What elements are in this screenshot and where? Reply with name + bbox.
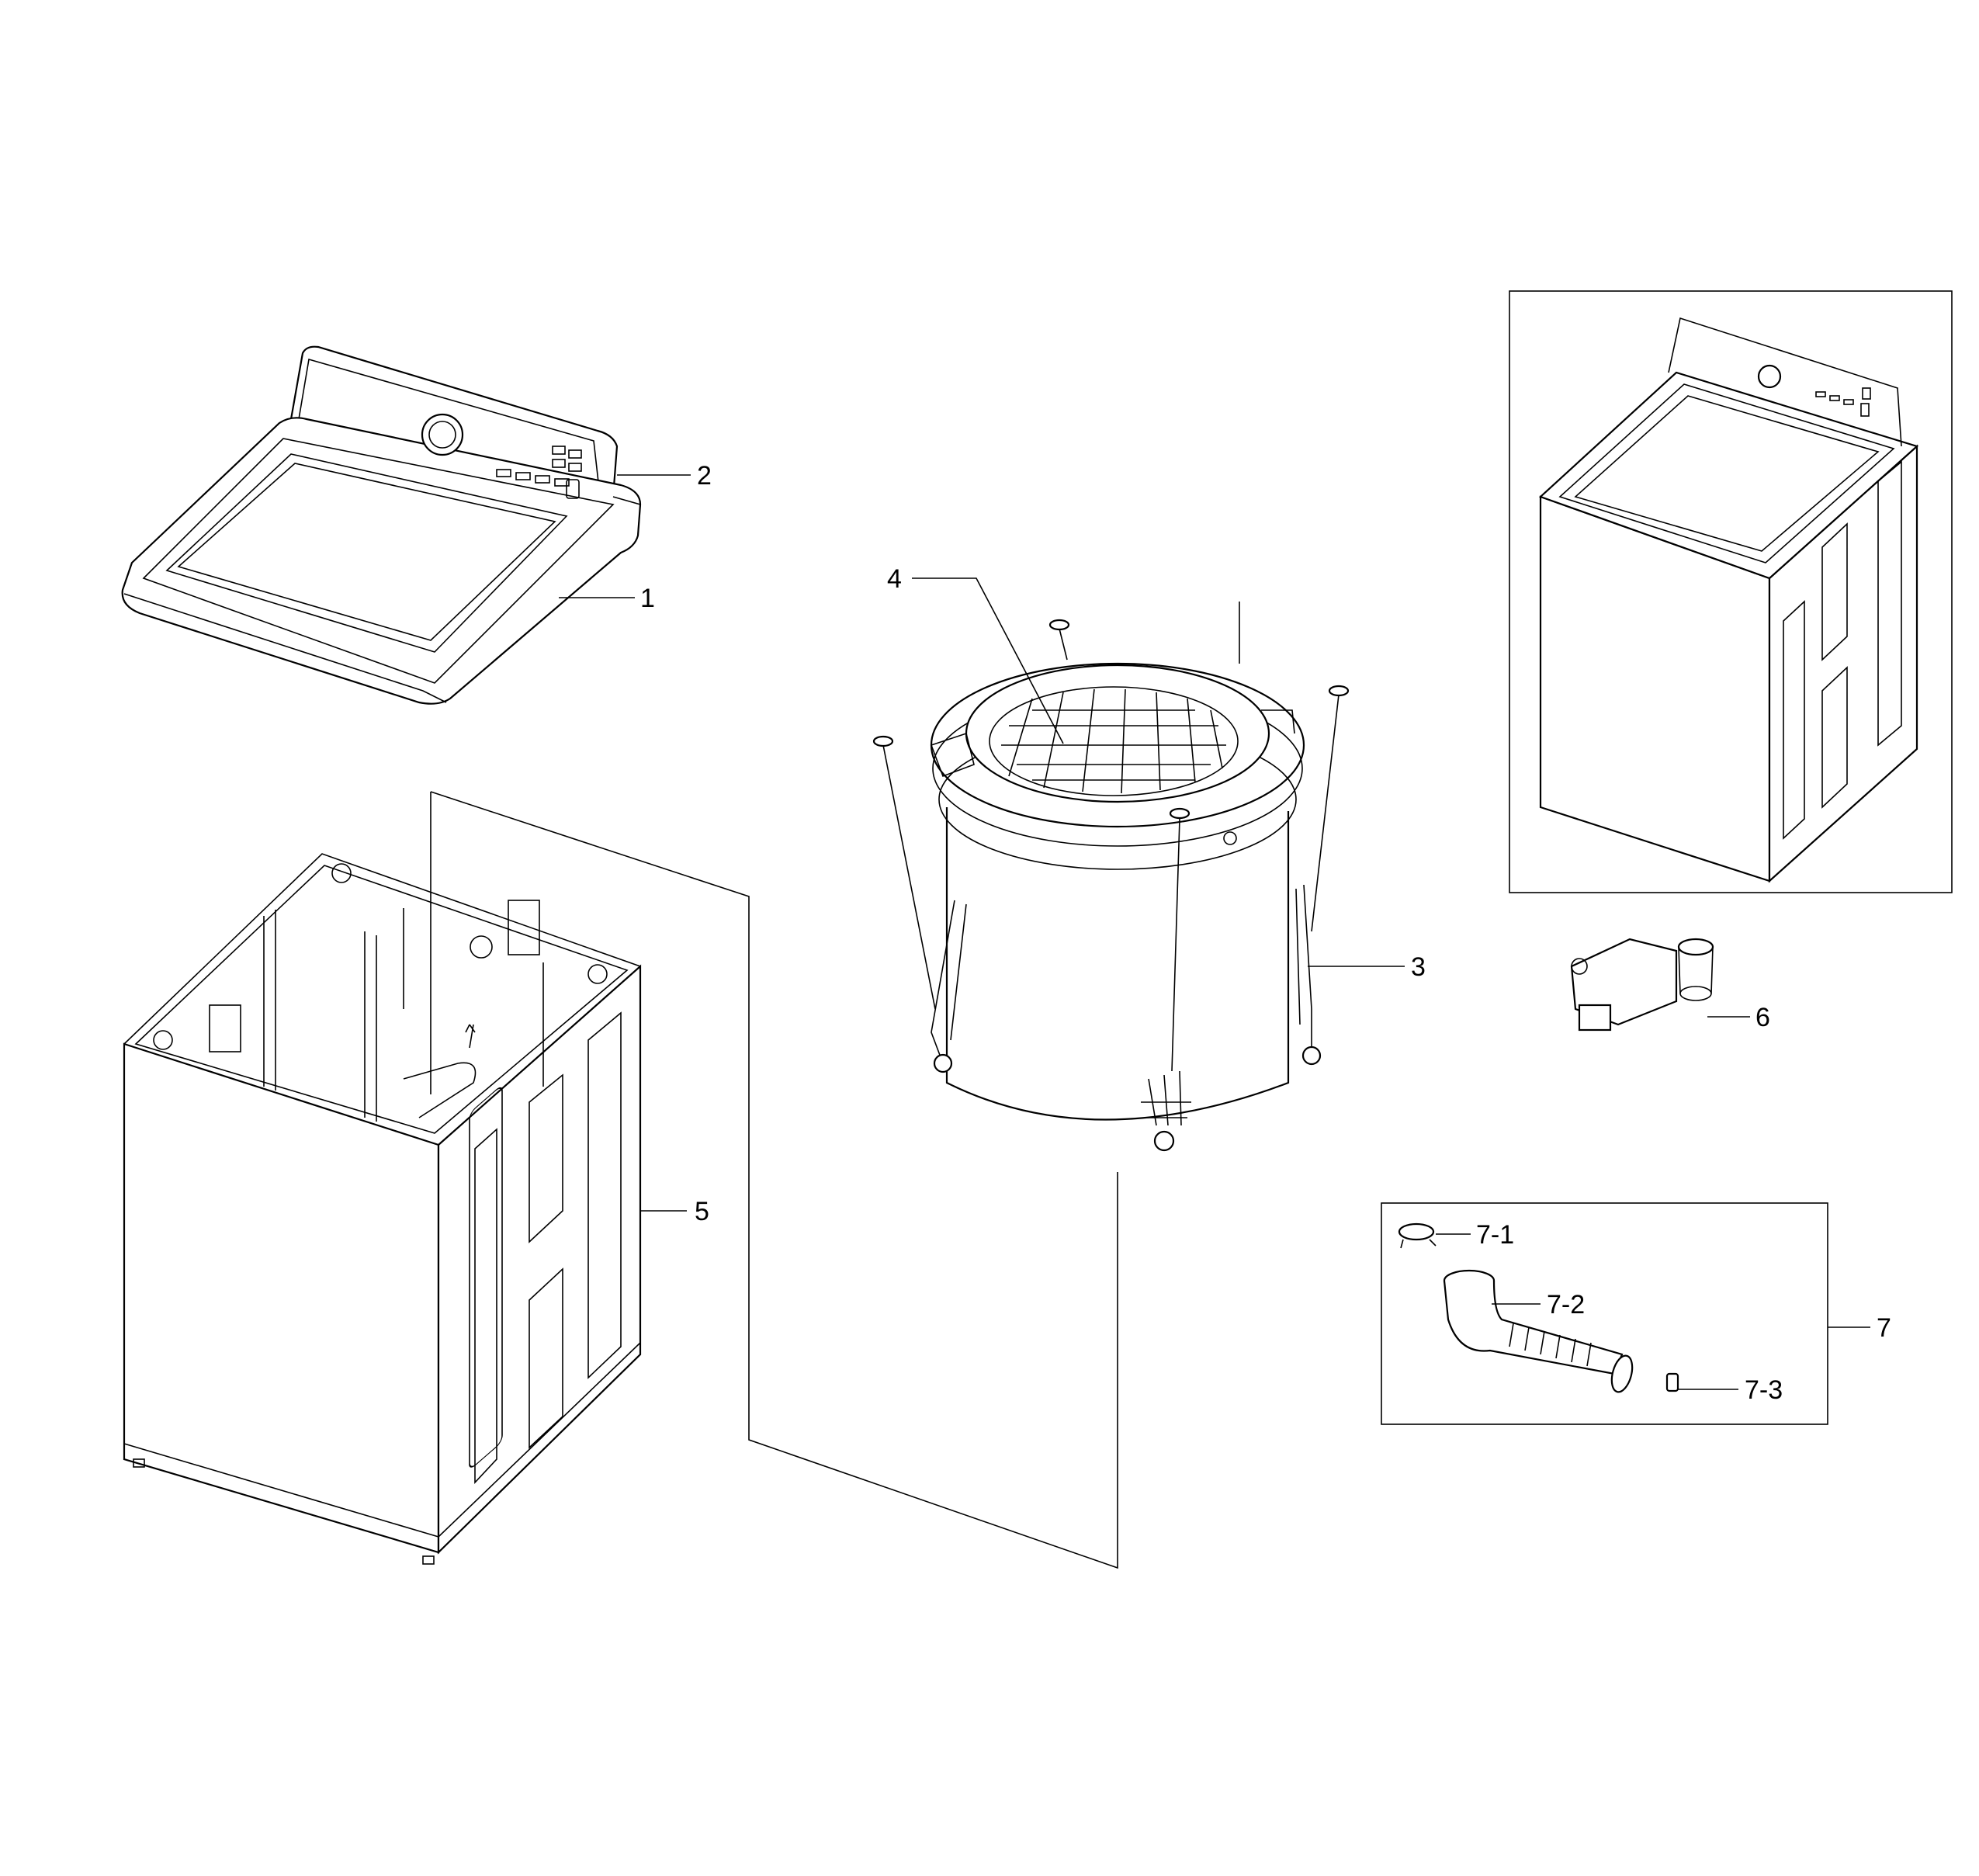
assembled-washer-inset-frame (1509, 290, 1953, 893)
callout-7-2: 7-2 (1547, 1290, 1585, 1319)
callout-7-3: 7-3 (1745, 1375, 1783, 1405)
hose-clamp-7-1 (1398, 1222, 1437, 1249)
callout-5: 5 (695, 1197, 709, 1226)
callout-1: 1 (640, 584, 655, 613)
cabinet-assembly (123, 853, 642, 1565)
callout-4: 4 (887, 564, 902, 594)
drain-pump (1570, 938, 1714, 1032)
top-cover-assembly (121, 345, 642, 705)
callout-2: 2 (697, 461, 712, 491)
drain-hose-7-2 (1443, 1269, 1634, 1393)
tub-assembly (872, 602, 1350, 1152)
callout-7: 7 (1877, 1313, 1891, 1343)
assembled-washer (1538, 317, 1919, 883)
callout-6: 6 (1755, 1003, 1770, 1032)
hose-kit-frame (1381, 1202, 1828, 1425)
leader-line-4 (912, 577, 1064, 744)
callout-7-1: 7-1 (1476, 1220, 1514, 1250)
hose-clip-7-3 (1665, 1372, 1679, 1392)
assembly-guide-line (430, 791, 1118, 1569)
callout-3: 3 (1411, 952, 1426, 982)
